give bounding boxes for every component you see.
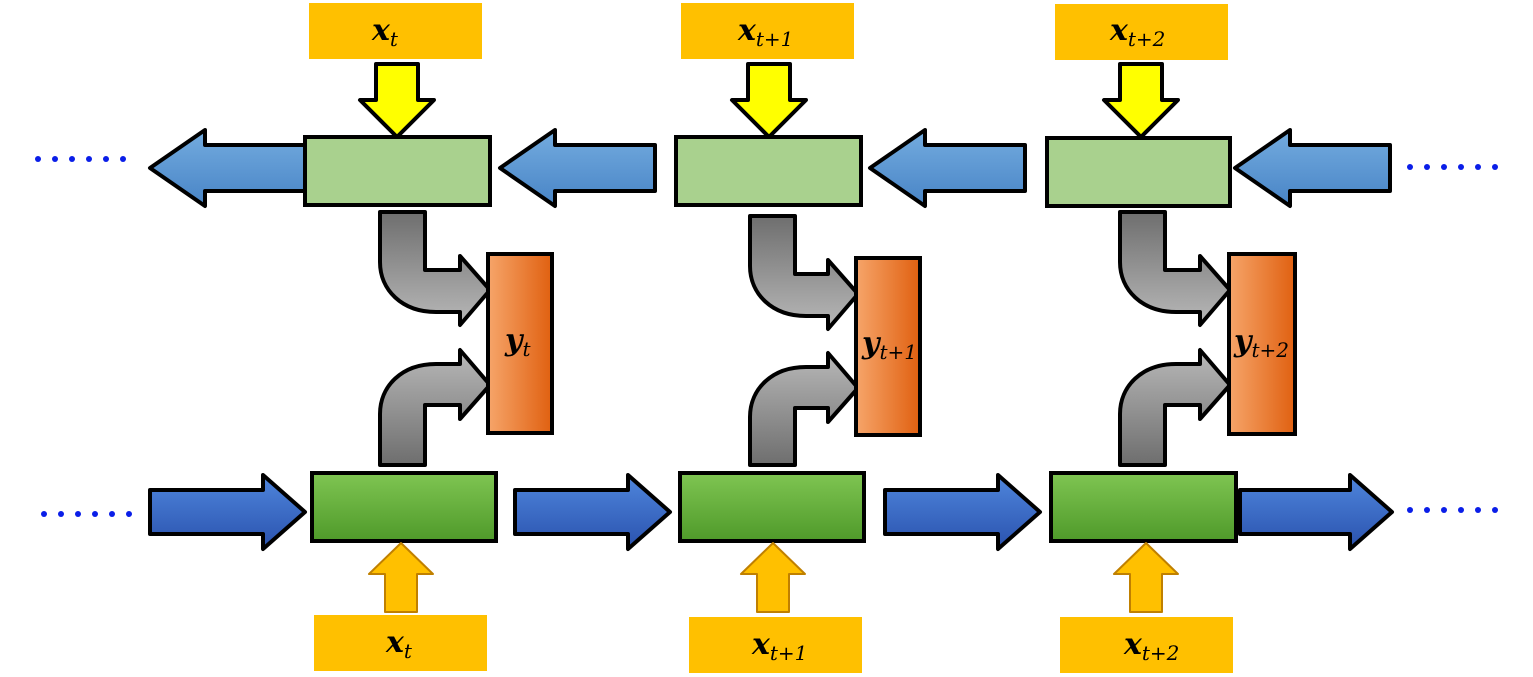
bottom-input-box: [1060, 617, 1233, 673]
top-input-arrow: [358, 62, 436, 139]
top-input-box: [1055, 4, 1228, 60]
top-input-arrow: [730, 62, 808, 139]
bottom-input-box: [689, 617, 862, 673]
forward-arrow-4: [1238, 473, 1394, 551]
forward-arrow-3: [883, 473, 1042, 551]
bottom-input-label: xt+1: [751, 627, 807, 665]
top-input-arrow: [1102, 62, 1180, 139]
output-label: yt+2: [1233, 324, 1289, 362]
forward-arrow-2: [513, 473, 672, 551]
backward-cell: [674, 135, 863, 207]
bottom-input-box: [314, 615, 487, 671]
backward-arrows: [148, 128, 1392, 208]
merge-arrow-top: [378, 210, 492, 327]
top-input-label: xt+1: [737, 13, 793, 51]
backward-cell: [303, 135, 492, 207]
top-input-label: xt+2: [1109, 13, 1165, 51]
continuation-dots-forward-right: [1407, 507, 1498, 513]
merge-arrow-bottom: [1118, 348, 1232, 467]
top-input-label: xt: [371, 13, 399, 51]
backward-cell: [1045, 136, 1232, 208]
backward-arrow-2: [498, 128, 657, 208]
output-box: [486, 252, 554, 435]
forward-cell: [1049, 471, 1238, 543]
bottom-input-arrow: [1113, 542, 1179, 613]
top-input-box: [681, 3, 854, 59]
output-box: [854, 256, 922, 437]
time-step-2: xt+1 yt+1 xt+1: [674, 3, 922, 673]
forward-cell: [310, 471, 498, 543]
continuation-dots-backward-right: [1407, 164, 1498, 170]
forward-cell: [678, 471, 866, 543]
merge-arrow-top: [1118, 210, 1232, 327]
backward-arrow-3: [868, 128, 1027, 208]
output-box: [1227, 252, 1297, 436]
bottom-input-arrow: [740, 542, 806, 613]
continuation-dots-forward-left: [41, 511, 132, 517]
output-label: yt+1: [861, 326, 917, 364]
backward-arrow-1: [148, 128, 307, 208]
time-step-1: xt yt xt: [303, 3, 554, 671]
backward-arrow-4: [1233, 128, 1392, 208]
forward-arrow-1: [148, 473, 307, 551]
merge-arrow-top: [748, 214, 860, 331]
bottom-input-label: xt: [385, 625, 413, 663]
time-step-3: xt+2 yt+2 xt+2: [1045, 4, 1297, 673]
merge-arrow-bottom: [748, 351, 860, 467]
continuation-dots-backward-left: [35, 156, 126, 162]
forward-arrows: [148, 473, 1394, 551]
top-input-box: [309, 3, 482, 59]
bottom-input-label: xt+2: [1123, 627, 1179, 665]
output-label: yt: [504, 323, 531, 361]
merge-arrow-bottom: [378, 348, 492, 467]
bottom-input-arrow: [368, 542, 434, 613]
